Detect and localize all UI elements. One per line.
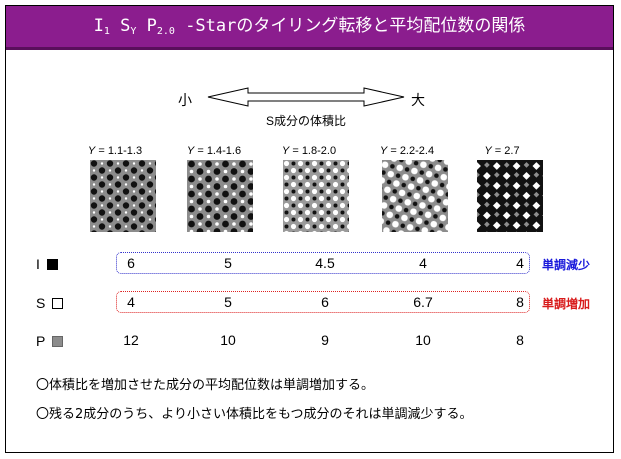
value-cell: 12 <box>123 332 139 348</box>
tiling-pattern-image <box>283 160 349 232</box>
tiling-pattern-image <box>187 160 253 232</box>
conclusion-note: 〇残る2成分のうち、より小さい体積比をもつ成分のそれは単調減少する。 <box>36 407 473 422</box>
row-label-P: P <box>36 333 64 349</box>
scale-small-label: 小 <box>178 93 192 109</box>
tiling-pattern-image <box>382 160 448 232</box>
title-bar: I1 SY P2.0 -Starのタイリング転移と平均配位数の関係 <box>6 6 613 50</box>
sample-y-label: Y = 2.2-2.4 <box>379 145 435 157</box>
trend-increasing-label: 単調増加 <box>542 297 591 311</box>
sample-y-label: Y = 1.4-1.6 <box>186 145 242 157</box>
decreasing-group-box <box>116 252 530 274</box>
sample-y-label: Y = 1.8-2.0 <box>281 145 337 157</box>
double-arrow-icon <box>207 87 405 107</box>
value-cell: 4.5 <box>315 255 335 271</box>
row-label-S: S <box>36 295 64 311</box>
value-cell: 6 <box>321 294 329 310</box>
increasing-group-box <box>116 291 530 313</box>
value-cell: 8 <box>516 294 524 310</box>
tiling-pattern-image <box>90 160 156 232</box>
value-cell: 6 <box>127 255 135 271</box>
value-cell: 10 <box>220 332 236 348</box>
scale-large-label: 大 <box>411 93 425 109</box>
value-cell: 4 <box>127 294 135 310</box>
sample-y-label: Y = 1.1-1.3 <box>87 145 143 157</box>
conclusion-note: 〇体積比を増加させた成分の平均配位数は単調増加する。 <box>36 378 375 393</box>
row-label-I: I <box>36 256 58 272</box>
value-cell: 4 <box>516 255 524 271</box>
slide: I1 SY P2.0 -Starのタイリング転移と平均配位数の関係 小 大 S成… <box>5 5 614 453</box>
value-cell: 8 <box>516 332 524 348</box>
black-square-swatch <box>46 259 58 270</box>
white-square-swatch <box>52 298 64 309</box>
value-cell: 9 <box>321 332 329 348</box>
trend-decreasing-label: 単調減少 <box>542 258 591 272</box>
value-cell: 6.7 <box>413 294 433 310</box>
scale-caption: S成分の体積比 <box>265 114 346 128</box>
value-cell: 10 <box>415 332 431 348</box>
value-cell: 5 <box>224 255 232 271</box>
slide-title: I1 SY P2.0 -Starのタイリング転移と平均配位数の関係 <box>93 16 526 37</box>
tiling-pattern-image <box>477 160 543 232</box>
gray-square-swatch <box>52 336 64 347</box>
sample-y-label: Y = 2.7 <box>484 145 520 157</box>
value-cell: 4 <box>419 255 427 271</box>
value-cell: 5 <box>224 294 232 310</box>
